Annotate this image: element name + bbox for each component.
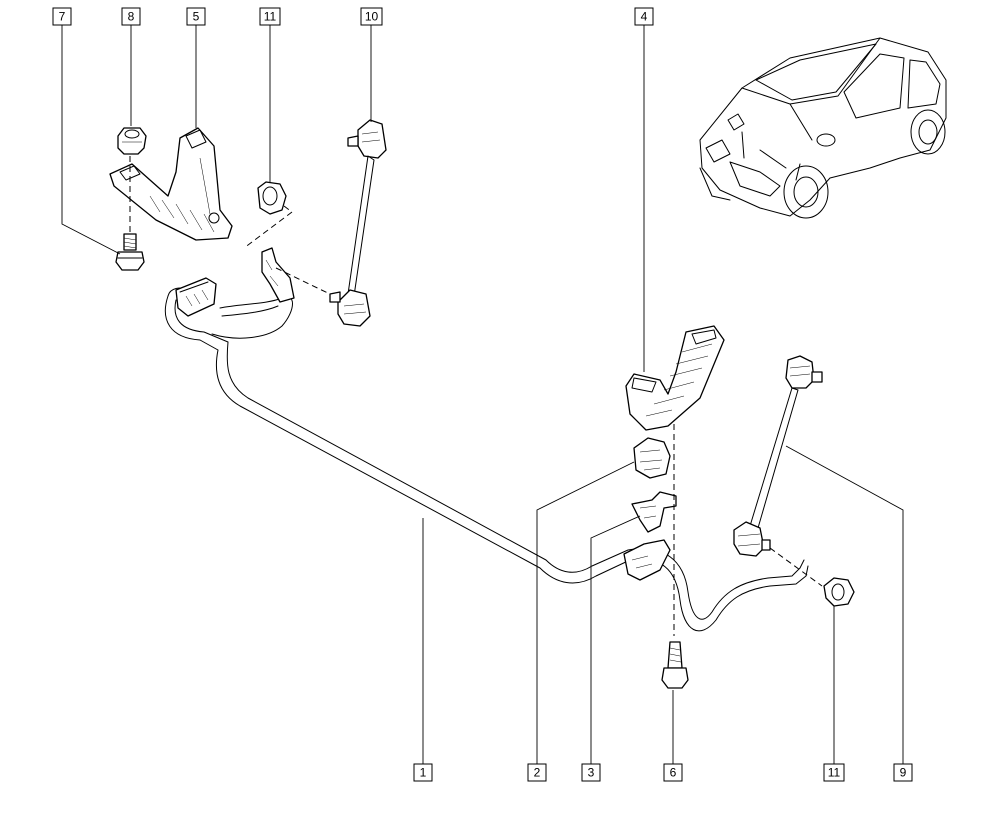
callout-9-text: 9 [900,766,907,780]
callout-3: 3 [581,763,601,782]
callout-3-text: 3 [588,766,595,780]
left-drop-link [329,119,387,327]
flange-nut [117,127,147,155]
callout-9: 9 [893,763,913,782]
callout-6: 6 [663,763,683,782]
right-mounting-bracket [625,325,725,431]
car-location-illustration [699,37,947,219]
left-end-clamp [261,247,335,303]
callout-8-text: 8 [128,10,135,24]
callout-11-top-text: 11 [264,10,277,24]
callout-8: 8 [121,7,141,26]
callout-11-bottom-text: 11 [828,766,841,780]
clamp-bolt [661,641,689,689]
callout-11-bottom: 11 [823,763,845,782]
callout-2: 2 [527,763,547,782]
right-bar-clamp [623,539,671,581]
callout-4: 4 [634,7,654,26]
callout-6-text: 6 [670,766,677,780]
callout-7: 7 [52,7,72,26]
callout-2-text: 2 [534,766,541,780]
leader-lines [61,25,904,765]
left-bar-clamp [175,277,217,317]
right-drop-link [733,355,823,587]
bracket-bolt [115,156,145,271]
bar-clamp [631,491,677,533]
callout-10: 10 [360,7,383,26]
callout-11-top: 11 [259,7,281,26]
callout-5-text: 5 [193,10,200,24]
callout-1-text: 1 [420,766,427,780]
upper-bush [243,181,293,249]
left-mounting-bracket [109,127,233,241]
callout-4-text: 4 [641,10,648,24]
lower-bush [823,577,855,607]
callout-10-text: 10 [365,10,379,24]
callout-1: 1 [413,763,433,782]
callout-7-text: 7 [59,10,66,24]
bar-bush [633,437,671,479]
callout-5: 5 [186,7,206,26]
